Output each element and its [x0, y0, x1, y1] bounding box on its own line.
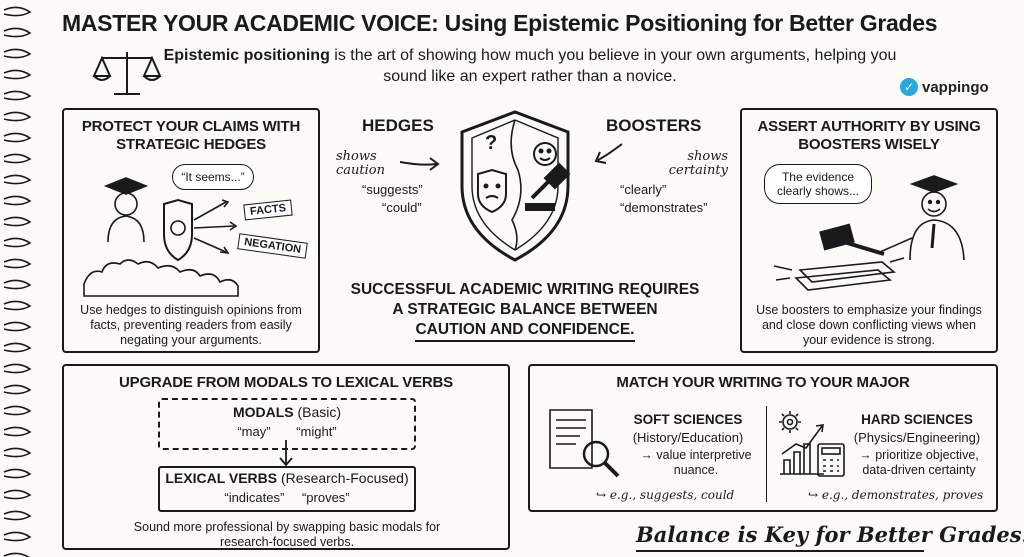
balance-statement: SUCCESSFUL ACADEMIC WRITING REQUIRES A S…	[335, 280, 715, 342]
spiral-ring	[3, 27, 32, 38]
major-box: MATCH YOUR WRITING TO YOUR MAJOR SOFT SC…	[528, 364, 998, 512]
balance-line-1: SUCCESSFUL ACADEMIC WRITING REQUIRES	[350, 281, 700, 298]
gavel-professor-illustration	[773, 175, 965, 291]
hard-sciences-sub: (Physics/Engineering)	[853, 430, 981, 445]
boosters-box: ASSERT AUTHORITY BY USING BOOSTERS WISEL…	[740, 108, 998, 353]
modals-heading: MODALS (Basic)	[232, 404, 342, 420]
spiral-ring	[3, 489, 32, 500]
spiral-ring	[3, 342, 32, 353]
spiral-ring	[3, 258, 32, 269]
spiral-ring	[3, 69, 32, 80]
hedges-box-text: Use hedges to distinguish opinions from …	[80, 303, 302, 347]
spiral-ring	[3, 405, 32, 416]
scales-icon	[92, 52, 162, 95]
balance-line-2: A STRATEGIC BALANCE BETWEEN	[392, 301, 658, 318]
spiral-ring	[3, 195, 32, 206]
boosters-box-title: ASSERT AUTHORITY BY USING BOOSTERS WISEL…	[757, 118, 981, 153]
spiral-ring	[3, 237, 32, 248]
spiral-ring	[3, 174, 32, 185]
major-box-title: MATCH YOUR WRITING TO YOUR MAJOR	[616, 374, 910, 391]
hedges-speech-bubble: “It seems...”	[172, 164, 254, 190]
question-mark: ?	[485, 132, 498, 154]
lexical-heading: LEXICAL VERBS (Research-Focused)	[165, 470, 409, 486]
intro-text: Epistemic positioning is the art of show…	[163, 47, 897, 85]
shows-caution-note: shows caution	[336, 149, 385, 178]
spiral-ring	[3, 111, 32, 122]
spiral-ring	[3, 363, 32, 374]
boosters-speech-bubble: The evidence clearly shows...	[764, 164, 872, 204]
tagline-underline	[636, 550, 924, 552]
scroll-magnifier-icon	[549, 409, 620, 478]
spiral-ring	[3, 447, 32, 458]
spiral-ring	[3, 531, 32, 542]
hedge-word-could: “could”	[382, 200, 422, 215]
spiral-ring	[3, 321, 32, 332]
soft-sciences-desc: → value interpretive nuance.	[640, 448, 752, 477]
booster-word-demonstrates: “demonstrates”	[620, 200, 708, 215]
modal-words: “may” “might”	[237, 424, 337, 439]
gear-chart-calculator-icon	[779, 411, 845, 477]
hedges-label: HEDGES	[362, 116, 434, 135]
spiral-ring	[3, 153, 32, 164]
hard-sciences-desc: → prioritize objective, data-driven cert…	[859, 448, 979, 477]
modals-box: UPGRADE FROM MODALS TO LEXICAL VERBS MOD…	[62, 364, 510, 550]
boosters-box-text: Use boosters to emphasize your findings …	[756, 303, 982, 347]
down-arrow-icon	[279, 440, 293, 466]
spiral-ring	[3, 300, 32, 311]
spiral-ring	[3, 279, 32, 290]
hedges-box-title: PROTECT YOUR CLAIMS WITH STRATEGIC HEDGE…	[81, 118, 301, 153]
spiral-ring	[3, 90, 32, 101]
shield-student-illustration	[83, 177, 239, 297]
footer-tagline: Balance is Key for Better Grades!	[636, 522, 1024, 547]
brand-logo: ✓ vappingo	[900, 78, 989, 96]
spiral-ring	[3, 6, 32, 17]
lexical-verbs-frame	[158, 466, 416, 512]
spiral-ring	[3, 510, 32, 521]
modals-box-text: Sound more professional by swapping basi…	[133, 520, 441, 549]
page-title: MASTER YOUR ACADEMIC VOICE: Using Episte…	[62, 10, 938, 36]
soft-sciences-title: SOFT SCIENCES	[633, 412, 743, 427]
hard-sciences-example: ↪ e.g., demonstrates, proves	[808, 488, 984, 502]
hedges-box: PROTECT YOUR CLAIMS WITH STRATEGIC HEDGE…	[62, 108, 320, 353]
boosters-label: BOOSTERS	[606, 116, 702, 135]
spiral-ring	[3, 468, 32, 479]
soft-sciences-example: ↪ e.g., suggests, could	[596, 488, 735, 502]
modals-dashed-frame	[158, 398, 416, 450]
spiral-ring	[3, 48, 32, 59]
modals-box-title: UPGRADE FROM MODALS TO LEXICAL VERBS	[119, 374, 453, 391]
shows-certainty-note: shows certainty	[668, 149, 728, 178]
hedge-word-suggests: “suggests”	[362, 182, 423, 197]
spiral-ring	[3, 384, 32, 395]
hard-sciences-title: HARD SCIENCES	[861, 412, 973, 427]
booster-word-clearly: “clearly”	[620, 182, 667, 197]
balance-line-3: CAUTION AND CONFIDENCE.	[415, 320, 635, 342]
spiral-ring	[3, 552, 30, 557]
central-shield-icon	[400, 110, 623, 262]
lexical-words: “indicates” “proves”	[224, 490, 350, 505]
spiral-ring	[3, 216, 32, 227]
soft-sciences-sub: (History/Education)	[632, 430, 744, 445]
spiral-ring	[3, 426, 32, 437]
major-divider	[766, 406, 767, 502]
spiral-binding	[3, 6, 32, 557]
check-icon: ✓	[900, 78, 918, 96]
spiral-ring	[3, 132, 32, 143]
